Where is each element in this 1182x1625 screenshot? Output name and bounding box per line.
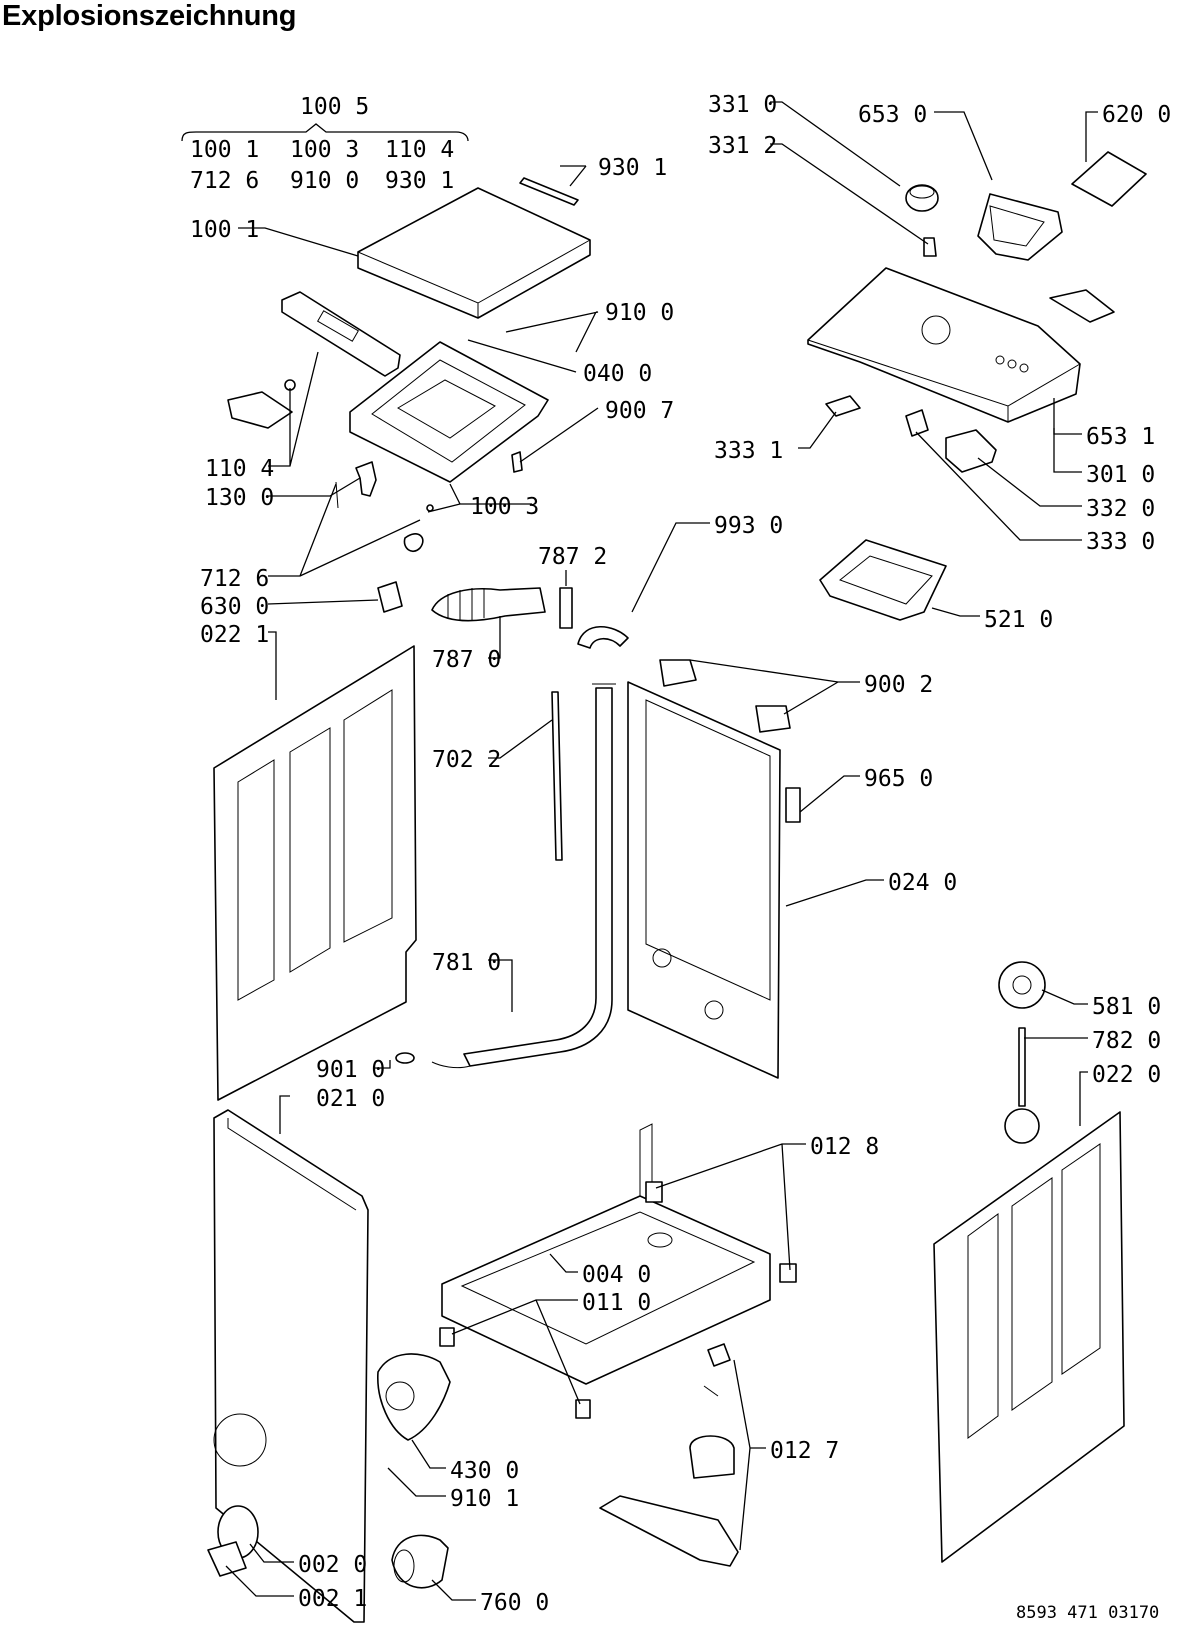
label-702-2: 702 2 bbox=[432, 747, 501, 773]
part-787-2 bbox=[559, 587, 573, 629]
part-630-0 bbox=[377, 581, 403, 613]
part-012-8-foot bbox=[645, 1181, 663, 1203]
label-331-0: 331 0 bbox=[708, 92, 777, 118]
part-653-1-control-panel bbox=[807, 267, 1081, 423]
part-012-8-foot bbox=[779, 1263, 797, 1283]
label-653-1: 653 1 bbox=[1086, 424, 1155, 450]
label-021-0: 021 0 bbox=[316, 1086, 385, 1112]
part-521-0-tray bbox=[819, 539, 947, 621]
kit-label-110-4: 110 4 bbox=[385, 137, 454, 163]
label-011-0: 011 0 bbox=[582, 1290, 651, 1316]
part-331-2 bbox=[923, 237, 937, 257]
label-901-0: 901 0 bbox=[316, 1057, 385, 1083]
part-333-0 bbox=[905, 409, 929, 437]
part-024-0-rear-panel bbox=[627, 681, 781, 1079]
label-002-0: 002 0 bbox=[298, 1552, 367, 1578]
kit-label-100-5: 100 5 bbox=[300, 94, 369, 120]
label-024-0: 024 0 bbox=[888, 870, 957, 896]
part-760-0-filter bbox=[391, 1534, 449, 1589]
label-965-0: 965 0 bbox=[864, 766, 933, 792]
label-910-0: 910 0 bbox=[605, 300, 674, 326]
label-012-7: 012 7 bbox=[770, 1438, 839, 1464]
label-012-8: 012 8 bbox=[810, 1134, 879, 1160]
kit-label-100-3: 100 3 bbox=[290, 137, 359, 163]
label-430-0: 430 0 bbox=[450, 1458, 519, 1484]
label-760-0: 760 0 bbox=[480, 1590, 549, 1616]
kit-label-930-1: 930 1 bbox=[385, 168, 454, 194]
part-022-1-side-panel bbox=[213, 645, 417, 1101]
kit-label-910-0: 910 0 bbox=[290, 168, 359, 194]
label-100-3: 100 3 bbox=[470, 494, 539, 520]
label-910-1: 910 1 bbox=[450, 1486, 519, 1512]
part-110-4-hinge bbox=[227, 391, 293, 429]
label-002-1: 002 1 bbox=[298, 1586, 367, 1612]
part-900-2-clip bbox=[755, 705, 791, 733]
label-787-2: 787 2 bbox=[538, 544, 607, 570]
kit-label-712-6: 712 6 bbox=[190, 168, 259, 194]
part-702-2-hose bbox=[551, 691, 563, 861]
part-drawings bbox=[207, 151, 1147, 1623]
part-930-1 bbox=[519, 177, 579, 206]
label-993-0: 993 0 bbox=[714, 513, 783, 539]
part-022-0-side-panel bbox=[933, 1111, 1125, 1563]
leader-lines bbox=[181, 101, 1098, 1601]
part-333-1 bbox=[825, 395, 861, 417]
part-581-0-pulley bbox=[998, 961, 1046, 1009]
part-901-0 bbox=[395, 1052, 415, 1064]
label-581-0: 581 0 bbox=[1092, 994, 1161, 1020]
label-900-7: 900 7 bbox=[605, 398, 674, 424]
label-930-1: 930 1 bbox=[598, 155, 667, 181]
label-630-0: 630 0 bbox=[200, 594, 269, 620]
label-332-0: 332 0 bbox=[1086, 496, 1155, 522]
part-965-0 bbox=[785, 787, 801, 823]
label-782-0: 782 0 bbox=[1092, 1028, 1161, 1054]
callout-labels: 100 5 100 1 100 3 110 4 712 6 910 0 930 … bbox=[190, 92, 1171, 1623]
part-100-3-frame bbox=[349, 341, 549, 483]
part-620-0-board bbox=[1071, 151, 1147, 207]
label-653-0: 653 0 bbox=[858, 102, 927, 128]
label-712-6: 712 6 bbox=[200, 566, 269, 592]
kit-label-100-1: 100 1 bbox=[190, 137, 259, 163]
label-333-1: 333 1 bbox=[714, 438, 783, 464]
label-331-2: 331 2 bbox=[708, 133, 777, 159]
label-004-0: 004 0 bbox=[582, 1262, 651, 1288]
part-787-0-bellows bbox=[431, 587, 546, 622]
label-301-0: 301 0 bbox=[1086, 462, 1155, 488]
label-787-0: 787 0 bbox=[432, 647, 501, 673]
part-002-1 bbox=[207, 1541, 247, 1577]
label-130-0: 130 0 bbox=[205, 485, 274, 511]
label-333-0: 333 0 bbox=[1086, 529, 1155, 555]
part-connector bbox=[1049, 289, 1115, 323]
label-110-4: 110 4 bbox=[205, 456, 274, 482]
part-ball bbox=[1004, 1108, 1040, 1144]
part-653-0-bracket bbox=[977, 193, 1063, 261]
label-620-0: 620 0 bbox=[1102, 102, 1171, 128]
part-993-0 bbox=[577, 626, 629, 649]
label-100-1: 100 1 bbox=[190, 217, 259, 243]
label-022-0: 022 0 bbox=[1092, 1062, 1161, 1088]
part-012-7 bbox=[707, 1343, 731, 1367]
part-100-1-lid bbox=[357, 187, 591, 319]
label-781-0: 781 0 bbox=[432, 950, 501, 976]
drawing-number: 8593 471 03170 bbox=[1016, 1603, 1159, 1623]
part-900-2-clip bbox=[659, 659, 697, 687]
label-022-1: 022 1 bbox=[200, 622, 269, 648]
part-110-4-handle bbox=[281, 291, 401, 377]
page-title: Explosionszeichnung bbox=[2, 0, 297, 32]
label-900-2: 900 2 bbox=[864, 672, 933, 698]
label-040-0: 040 0 bbox=[583, 361, 652, 387]
label-521-0: 521 0 bbox=[984, 607, 1053, 633]
part-781-0-hose bbox=[463, 687, 613, 1067]
part-782-0-rod bbox=[1018, 1027, 1026, 1107]
